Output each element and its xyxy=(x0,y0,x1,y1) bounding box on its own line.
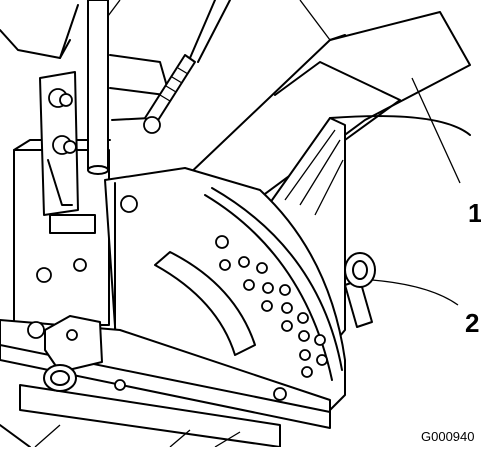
threaded-rod xyxy=(143,0,231,134)
leader-line-2 xyxy=(371,279,459,306)
mounting-bracket xyxy=(39,71,79,216)
locking-pin xyxy=(344,252,376,328)
vertical-rod xyxy=(87,0,109,175)
callout-2: 2 xyxy=(465,308,479,338)
figure-code: G000940 xyxy=(421,429,475,444)
leader-line-1 xyxy=(411,77,461,184)
clamp-block xyxy=(43,315,103,392)
callout-1: 1 xyxy=(468,198,481,228)
